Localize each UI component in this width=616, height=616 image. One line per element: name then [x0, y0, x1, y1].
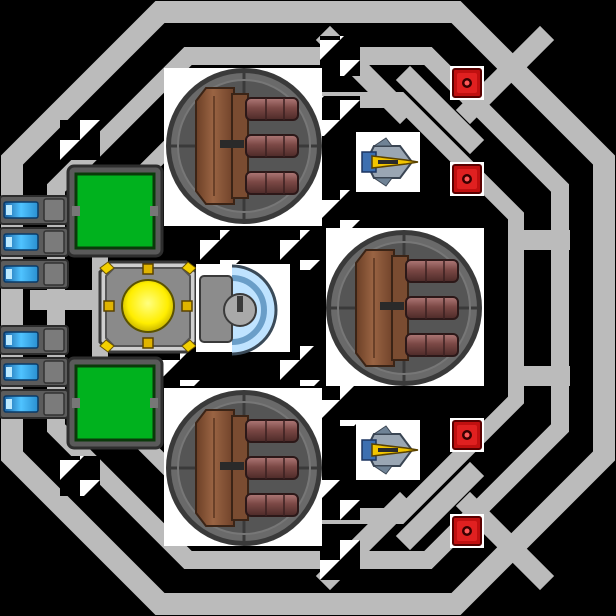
thrusters-upper — [0, 195, 69, 289]
missile-pod-3[interactable] — [449, 417, 485, 453]
fighter-bay-upper[interactable] — [355, 131, 421, 193]
fighter-bay-lower[interactable] — [355, 419, 421, 481]
thruster — [0, 357, 69, 387]
missile-pod-4[interactable] — [449, 513, 485, 549]
reactor-core[interactable] — [98, 260, 198, 354]
thruster — [0, 389, 69, 419]
missile-pod-2[interactable] — [449, 161, 485, 197]
turret-middle[interactable] — [324, 228, 484, 388]
cargo-panel-lower[interactable] — [66, 356, 164, 450]
floor-tiles — [60, 36, 360, 580]
thruster — [0, 195, 69, 225]
missile-pod-1[interactable] — [449, 65, 485, 101]
thruster — [0, 227, 69, 257]
turret-bottom[interactable] — [164, 388, 324, 548]
thruster — [0, 259, 69, 289]
cargo-panel-upper[interactable] — [66, 164, 164, 258]
thruster — [0, 325, 69, 355]
turret-top[interactable] — [164, 66, 324, 226]
shield-generator[interactable] — [196, 264, 290, 356]
thrusters-lower — [0, 325, 69, 419]
